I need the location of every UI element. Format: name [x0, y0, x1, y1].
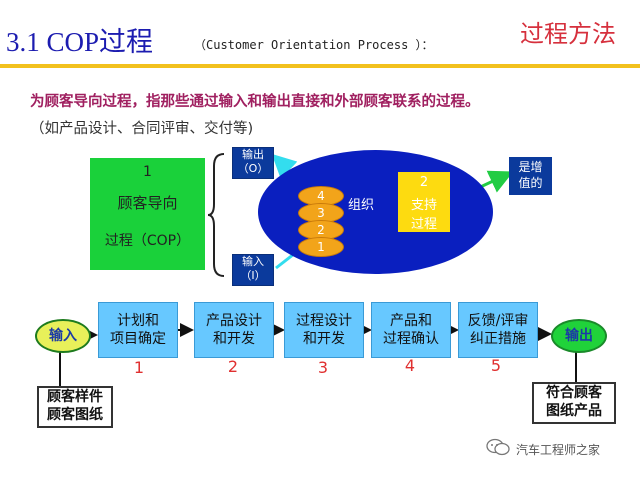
definition-text: 为顾客导向过程，指那些通过输入和输出直接和外部顾客联系的过程。: [30, 94, 480, 110]
support-line1: 支持: [410, 198, 437, 213]
value-line2: 值的: [518, 176, 543, 190]
wechat-icon: [486, 438, 510, 456]
cop-line1: 顾客导向: [117, 194, 178, 212]
value-added-box: 是增 值的: [509, 157, 552, 195]
step-2-line1: 产品设计: [206, 313, 262, 329]
step-number-4: 4: [404, 356, 416, 375]
brace-shape: [207, 153, 225, 277]
step-3-line1: 过程设计: [296, 313, 352, 329]
process-input-oval: 输入: [35, 319, 91, 353]
process-step-5: 反馈/评审纠正措施: [458, 302, 538, 358]
input-code: （I）: [240, 269, 266, 282]
step-3-line2: 和开发: [303, 331, 345, 347]
step-number-1: 1: [133, 358, 145, 377]
input-label: 输入: [242, 255, 264, 268]
process-step-4: 产品和过程确认: [371, 302, 451, 358]
watermark-text: 汽车工程师之家: [516, 443, 601, 457]
organization-label: 组织: [348, 198, 375, 213]
step-5-line2: 纠正措施: [470, 331, 526, 347]
examples-text: （如产品设计、合同评审、交付等): [30, 121, 254, 137]
page-subtitle: （Customer Orientation Process ）：: [194, 38, 434, 52]
step-4-line2: 过程确认: [383, 331, 439, 347]
cop-number: 1: [143, 164, 152, 180]
input-box: 输入 （I）: [232, 254, 274, 286]
output-code: （O）: [237, 162, 269, 175]
step-number-2: 2: [227, 357, 239, 376]
cop-box: 1 顾客导向 过程（COP）: [90, 158, 205, 270]
support-process-box: 2 支持 过程: [398, 172, 450, 232]
process-disc-1: 1: [298, 237, 344, 257]
process-step-1: 计划和项目确定: [98, 302, 178, 358]
support-line2: 过程: [410, 217, 437, 232]
support-number: 2: [419, 175, 429, 190]
step-5-line1: 反馈/评审: [467, 313, 529, 329]
section-title: 过程方法: [520, 20, 616, 48]
input-note-line1: 顾客样件: [47, 389, 103, 405]
process-step-2: 产品设计和开发: [194, 302, 274, 358]
process-step-3: 过程设计和开发: [284, 302, 364, 358]
header-divider: [0, 64, 640, 68]
step-1-line1: 计划和: [117, 313, 159, 329]
step-2-line2: 和开发: [213, 331, 255, 347]
cop-line2: 过程（COP）: [104, 233, 191, 249]
step-1-line2: 项目确定: [110, 331, 166, 347]
output-label: 输出: [242, 148, 264, 161]
organization-ellipse: [258, 150, 493, 274]
output-box: 输出 （O）: [232, 147, 274, 179]
step-number-5: 5: [490, 356, 502, 375]
process-output-oval: 输出: [551, 319, 607, 353]
page-title: 3.1 COP过程: [6, 27, 154, 57]
input-note-line2: 顾客图纸: [47, 407, 103, 423]
output-note-line2: 图纸产品: [546, 403, 602, 419]
input-note-box: 顾客样件 顾客图纸: [37, 386, 113, 428]
output-note-line1: 符合顾客: [546, 385, 602, 401]
output-note-box: 符合顾客 图纸产品: [532, 382, 616, 424]
step-4-line1: 产品和: [390, 313, 432, 329]
step-number-3: 3: [317, 358, 329, 377]
value-line1: 是增: [518, 160, 543, 174]
